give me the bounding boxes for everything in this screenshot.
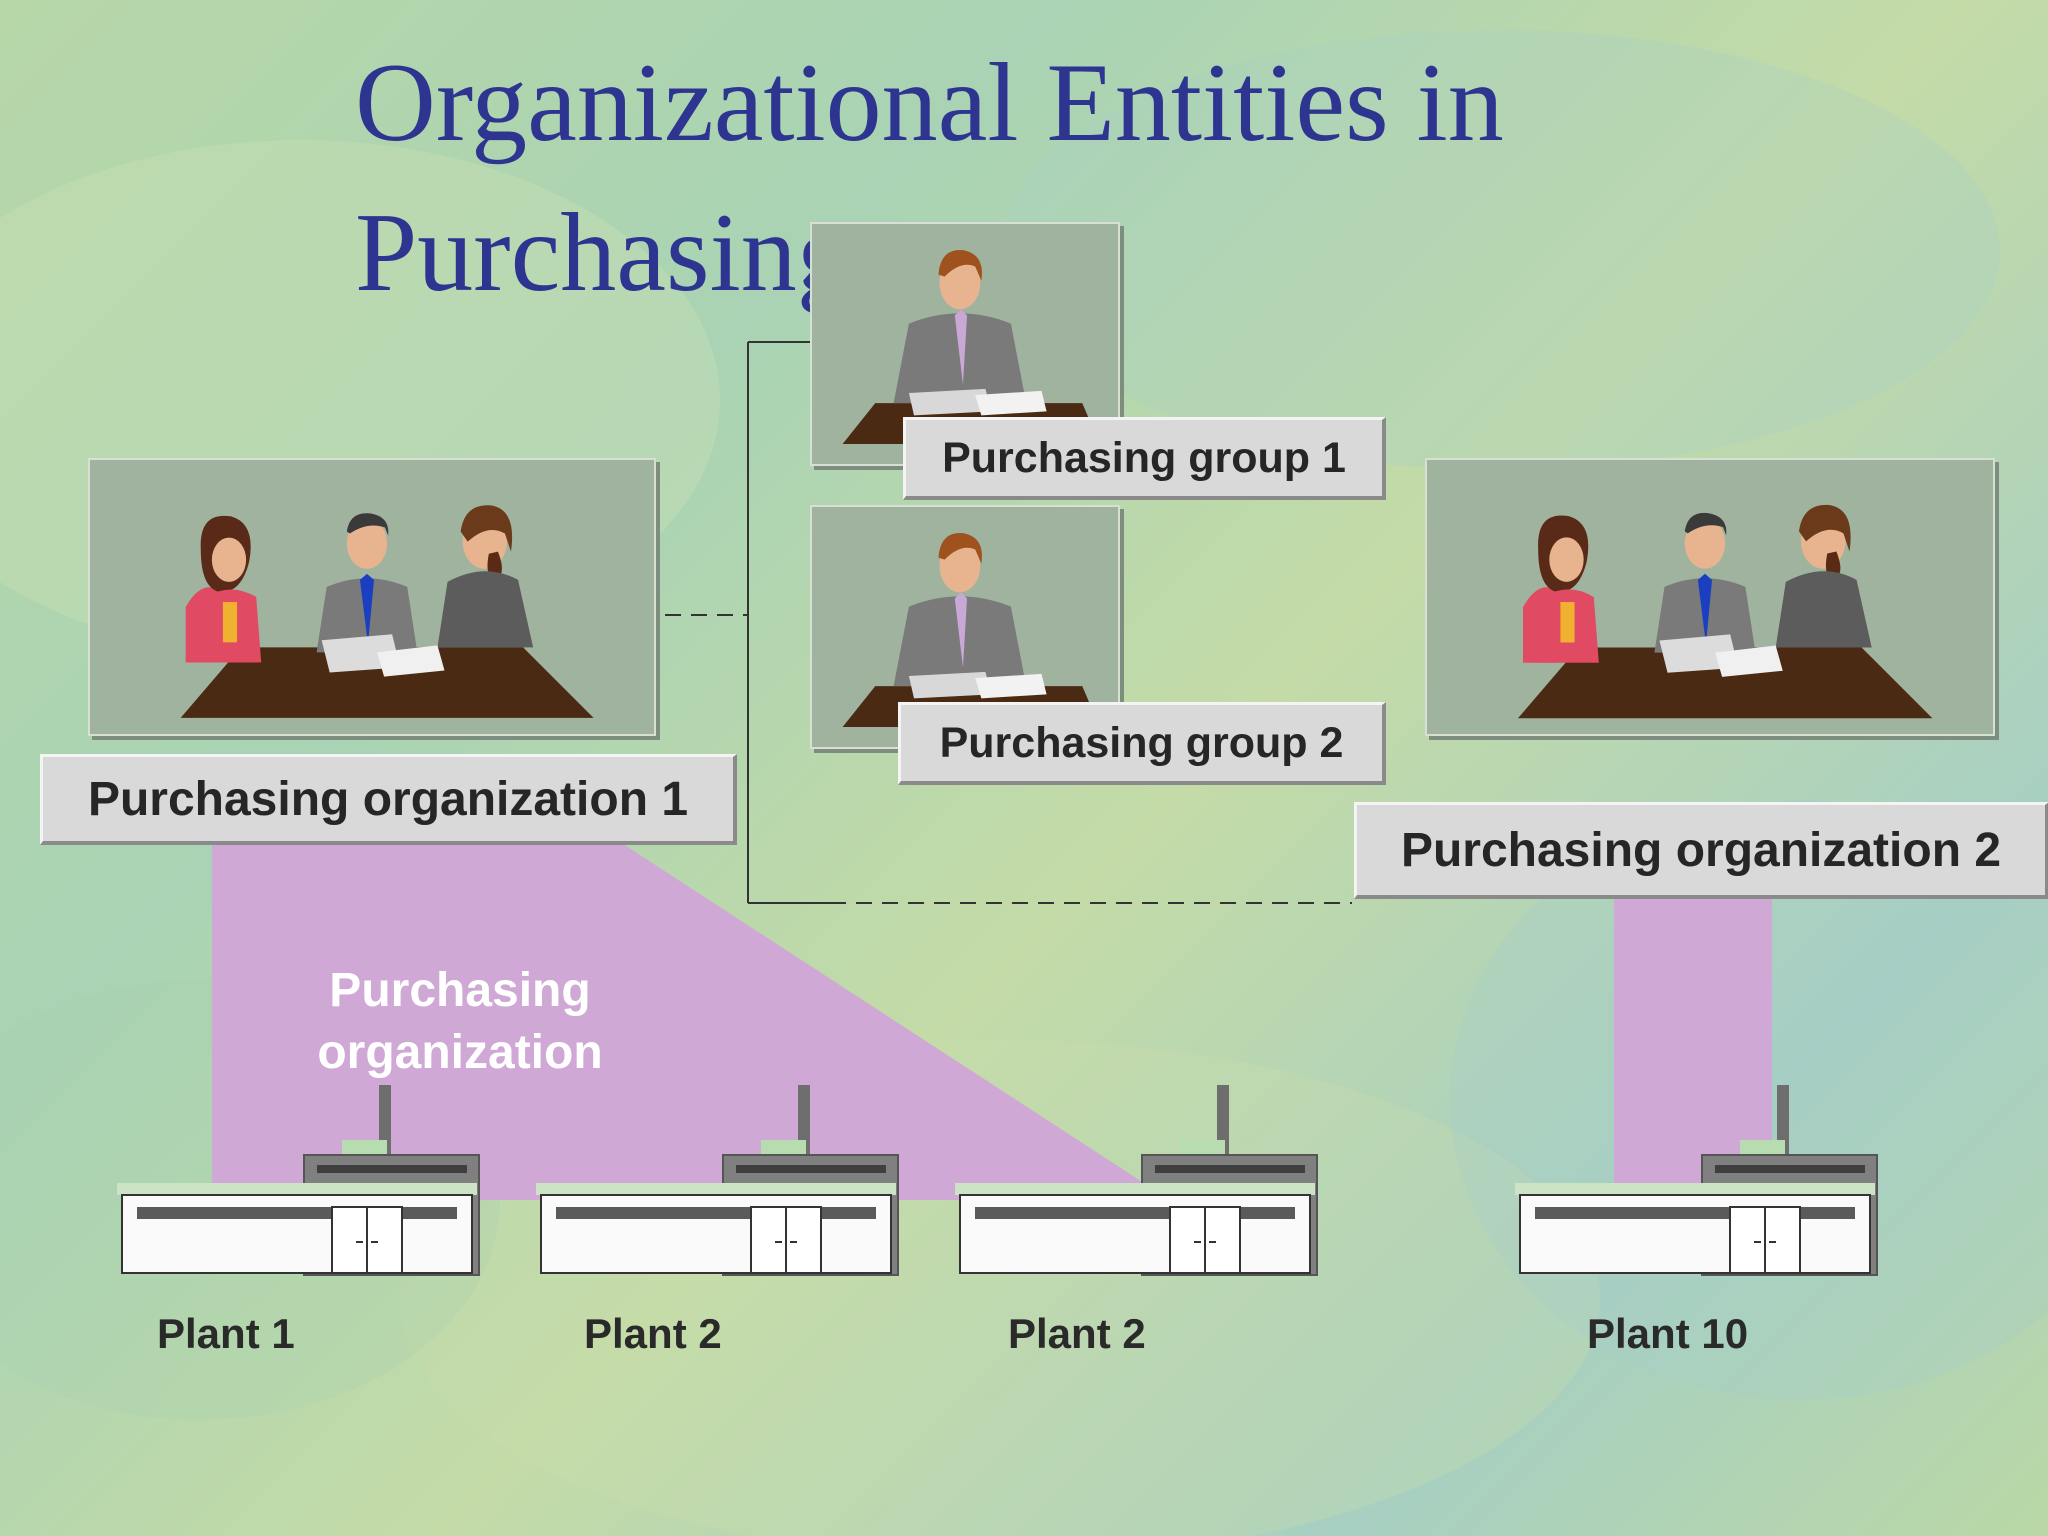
factory-icon [531, 1080, 1021, 1290]
purchasing-org-2-picture [1425, 458, 1995, 736]
plant-1-factory [112, 1080, 602, 1290]
plant-1-label: Plant 1 [157, 1310, 295, 1357]
plant-10-label: Plant 10 [1587, 1310, 1749, 1357]
plant-10-factory [1510, 1080, 2000, 1290]
assignment-label: Purchasing organization [317, 964, 603, 1079]
plant-2-factory [531, 1080, 1021, 1290]
plant-2b-label: Plant 2 [1008, 1310, 1146, 1357]
purchasing-group-1-label: Purchasing group 1 [903, 417, 1386, 500]
assignment-band-org1 [212, 842, 1170, 1200]
slide-title: Organizational Entities in Purchasing [355, 41, 1504, 315]
purchasing-org-2-label: Purchasing organization 2 [1354, 802, 2048, 899]
meeting-group-picture [1427, 460, 1993, 734]
plant-2-label: Plant 2 [584, 1310, 722, 1357]
purchasing-org-1-picture [88, 458, 656, 736]
meeting-group-picture [90, 460, 654, 734]
factory-icon [1510, 1080, 2000, 1290]
factory-icon [112, 1080, 602, 1290]
purchasing-org-1-label: Purchasing organization 1 [40, 754, 737, 845]
purchasing-group-2-label: Purchasing group 2 [898, 702, 1386, 785]
plant-2b-factory [950, 1080, 1440, 1290]
factory-icon [950, 1080, 1440, 1290]
